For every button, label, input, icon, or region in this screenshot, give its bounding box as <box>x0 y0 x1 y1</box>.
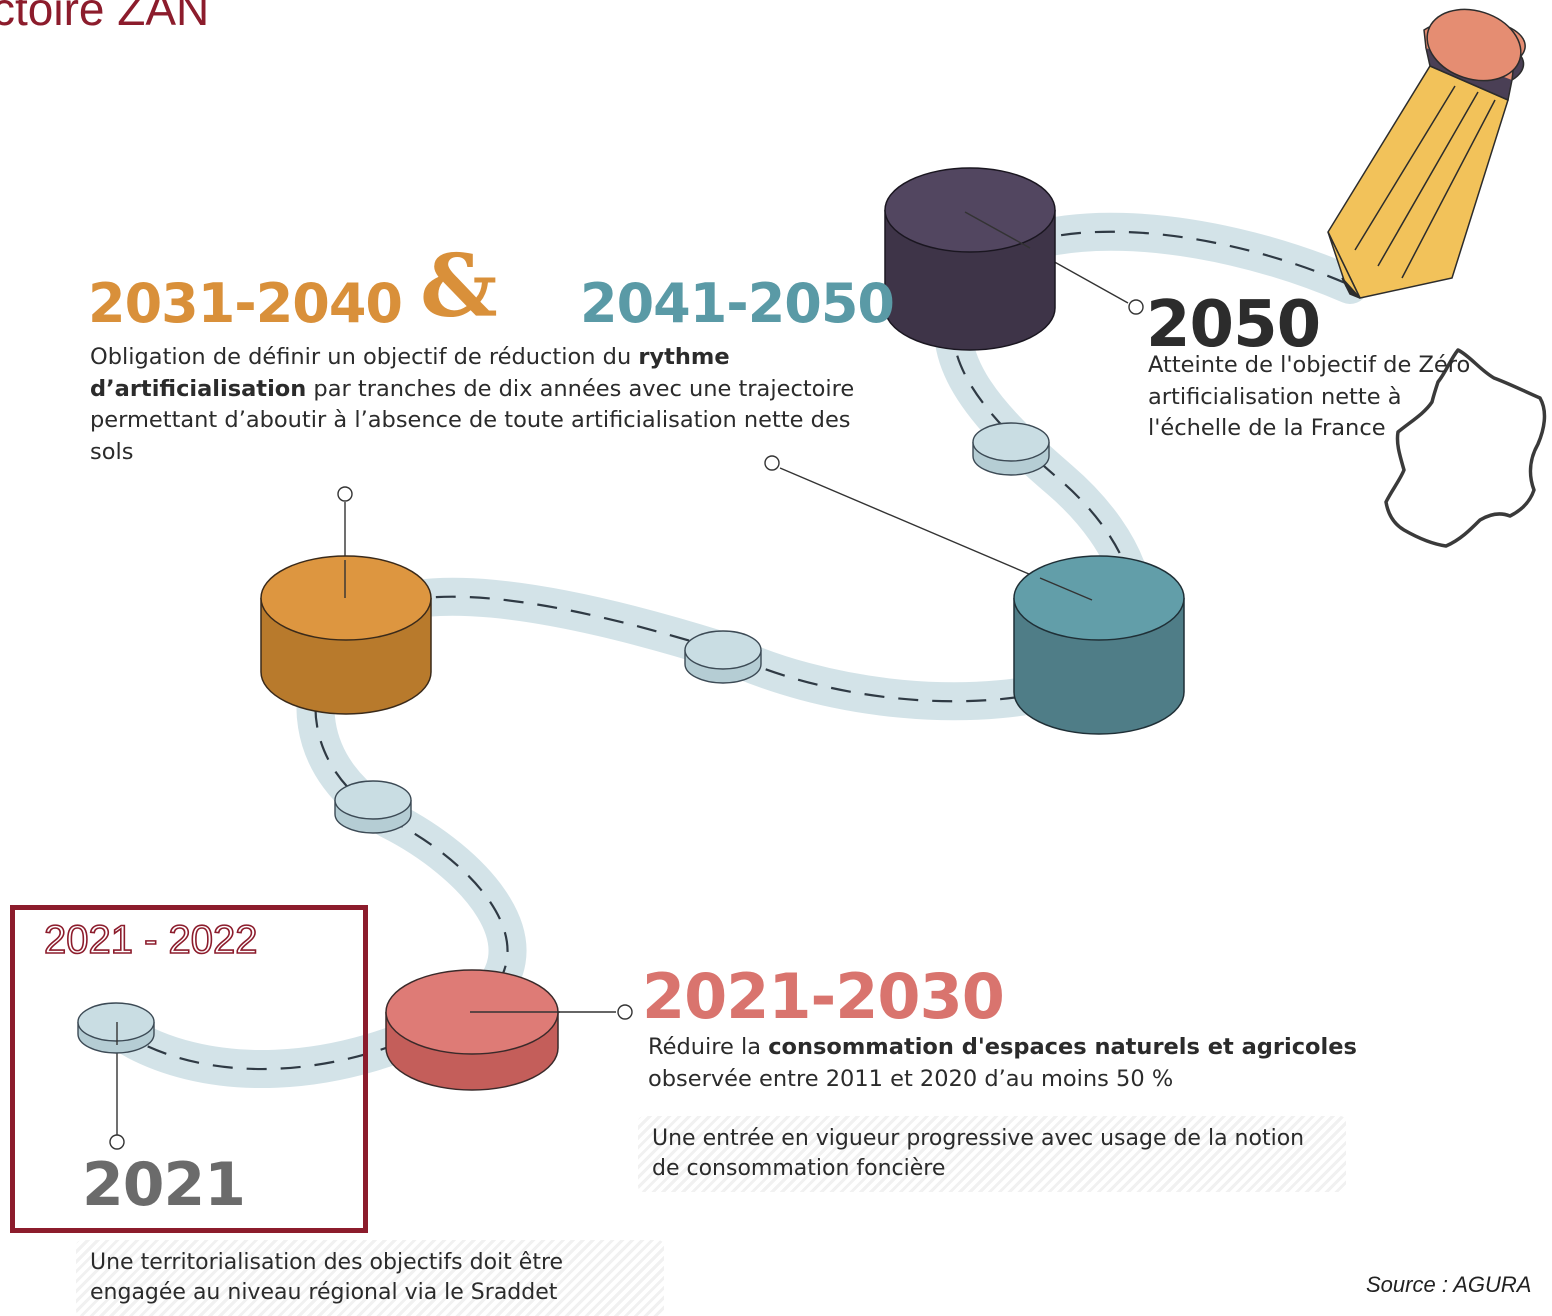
year-label-2050: 2050 <box>1146 288 1321 362</box>
cylinder-2031-2040 <box>260 555 432 715</box>
reduction-description: Réduire la consommation d'espaces nature… <box>648 1032 1448 1095</box>
pencil-icon <box>1327 8 1526 299</box>
reduction-text-bold: consommation d'espaces naturels et agric… <box>768 1034 1357 1060</box>
reduction-text-1: Réduire la <box>648 1034 769 1060</box>
year-label-2041-2050: 2041-2050 <box>580 272 895 335</box>
france-map-icon <box>1384 348 1547 548</box>
progressive-entry-note: Une entrée en vigueur progressive avec u… <box>638 1116 1346 1192</box>
small-disc-2 <box>334 780 412 834</box>
small-disc-1 <box>77 1002 155 1054</box>
small-disc-3 <box>684 630 762 684</box>
year-label-2031-2040: 2031-2040 <box>88 272 403 335</box>
territorialisation-note: Une territorialisation des objectifs doi… <box>76 1240 664 1316</box>
reduction-text-2: observée entre 2011 et 2020 d’au moins 5… <box>648 1065 1174 1092</box>
tranche-text-1: Obligation de définir un objectif de réd… <box>90 344 639 370</box>
source-credit: Source : AGURA <box>1366 1272 1532 1297</box>
tranche-text-2: par tranches de dix années avec une traj… <box>90 375 855 465</box>
highlight-label: 2021 - 2022 <box>43 917 258 963</box>
small-discs <box>77 422 1050 1054</box>
cylinder-2021-2030 <box>385 969 559 1091</box>
ampersand-symbol: & <box>420 236 498 337</box>
tranche-text-bold: rythme d’artificialisation <box>90 344 730 402</box>
year-label-2021: 2021 <box>82 1150 246 1220</box>
zan-2050-description: Atteinte de l'objectif de Zéro artificia… <box>1148 352 1471 441</box>
small-disc-4 <box>972 422 1050 476</box>
tranche-description: Obligation de définir un objectif de réd… <box>90 342 860 468</box>
year-label-2021-2030: 2021-2030 <box>642 960 1005 1033</box>
cylinder-2041-2050 <box>1013 555 1185 735</box>
page-title: ctoire ZAN <box>0 0 210 35</box>
highlight-box <box>10 905 368 1233</box>
cylinder-2050 <box>884 167 1056 351</box>
